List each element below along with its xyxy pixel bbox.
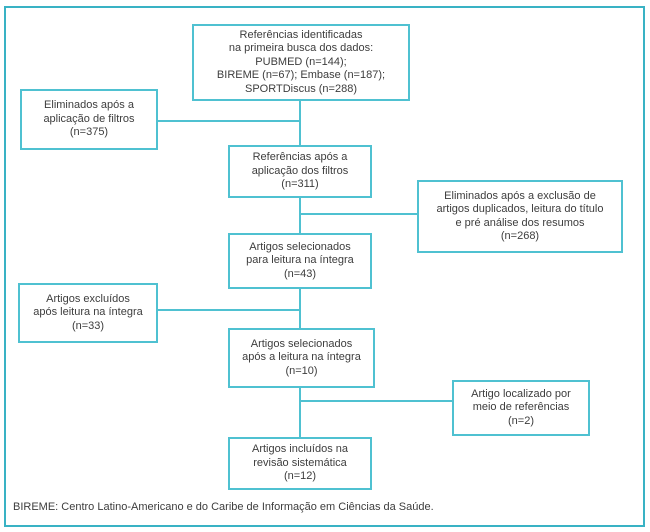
box-text-line: (n=43) (283, 267, 317, 280)
box-text-line: Artigo localizado por (471, 387, 571, 400)
box-text-line: (n=10) (285, 364, 318, 377)
box-references-identified: Referências identificadas na primeira bu… (192, 24, 410, 101)
box-text-line: (n=33) (71, 319, 105, 332)
box-text-line: Referências após a (252, 151, 348, 164)
box-text-line: BIREME (n=67); Embase (n=187); (216, 69, 386, 82)
box-selected-after-full-text-reading: Artigos selecionados após a leitura na í… (228, 328, 375, 388)
box-text-line: Artigos excluídos (46, 292, 130, 305)
box-text-line: aplicação de filtros (43, 112, 135, 125)
box-text-line: Referências identificadas (239, 28, 363, 41)
box-excluded-after-full-text-reading: Artigos excluídos após leitura na íntegr… (18, 283, 158, 343)
box-text-line: para leitura na íntegra (246, 254, 354, 267)
box-text-line: após leitura na íntegra (33, 306, 143, 319)
box-text-line: PUBMED (n=144); (255, 55, 347, 68)
connector-after-filters-to-selected-full (299, 196, 301, 235)
box-text-line: revisão sistemática (253, 456, 347, 469)
branch-to-eliminated-filters (157, 120, 300, 122)
box-references-after-filters: Referências após a aplicação dos filtros… (228, 145, 372, 198)
box-text-line: (n=311) (281, 178, 319, 191)
box-text-line: Eliminados após a (44, 99, 134, 112)
box-text-line: (n=2) (508, 414, 534, 427)
box-located-via-references: Artigo localizado por meio de referência… (452, 380, 590, 436)
box-text-line: Artigos selecionados (250, 337, 353, 350)
box-text-line: após a leitura na íntegra (242, 351, 361, 364)
box-text-line: aplicação dos filtros (251, 164, 349, 177)
box-eliminated-after-filters: Eliminados após a aplicação de filtros (… (20, 89, 158, 150)
connector-selected-full-to-selected-after (299, 287, 301, 330)
box-text-line: SPORTDiscus (n=288) (245, 82, 357, 95)
box-text-line: na primeira busca dos dados: (228, 42, 374, 55)
box-text-line: e pré análise dos resumos (455, 216, 585, 229)
box-text-line: (n=268) (500, 230, 540, 242)
branch-to-located-via-references (300, 400, 453, 402)
box-text-line: Artigos selecionados (249, 240, 351, 253)
box-text-line: (n=375) (69, 126, 109, 139)
connector-selected-after-to-included (299, 386, 301, 439)
connector-identified-to-after-filters (299, 100, 301, 147)
box-text-line: Artigos incluídos na (252, 443, 348, 456)
box-text-line: meio de referências (472, 401, 570, 414)
branch-to-excluded-full-text (157, 309, 300, 311)
footnote-bireme: BIREME: Centro Latino-Americano e do Car… (13, 501, 434, 513)
branch-to-eliminated-duplicates (300, 213, 418, 215)
box-text-line: Eliminados após a exclusão de (444, 189, 596, 202)
box-included-systematic-review: Artigos incluídos na revisão sistemática… (228, 437, 372, 490)
box-text-line: (n=12) (283, 470, 317, 483)
diagram-outer-frame (4, 6, 645, 527)
box-eliminated-duplicates-title-abstract: Eliminados após a exclusão de artigos du… (417, 180, 623, 253)
box-text-line: artigos duplicados, leitura do título (436, 203, 604, 215)
box-selected-for-full-text-reading: Artigos selecionados para leitura na ínt… (228, 233, 372, 289)
